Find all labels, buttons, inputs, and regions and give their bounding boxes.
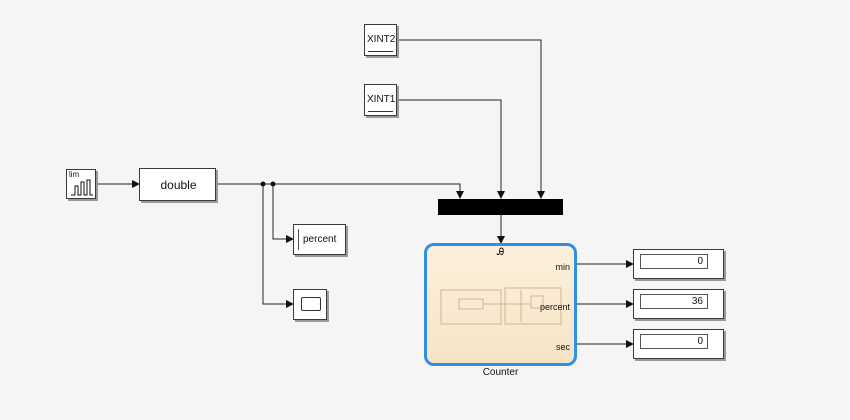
display-min[interactable]: 0 xyxy=(633,249,724,279)
scope-screen-icon xyxy=(301,297,321,311)
source-label: lim xyxy=(69,170,80,179)
xint1-label: XINT1 xyxy=(367,94,396,105)
counter-chart[interactable]: Ꭿ min percent sec xyxy=(424,243,577,366)
signal-source-block[interactable]: lim xyxy=(66,169,96,199)
xint1-block[interactable]: XINT1 xyxy=(364,84,397,116)
double-conversion-block[interactable]: double xyxy=(139,168,216,201)
percent-scope-block[interactable]: percent xyxy=(293,224,346,255)
conversion-label: double xyxy=(160,178,197,192)
wire-to-percent-scope xyxy=(272,184,294,243)
branch-point xyxy=(260,181,266,187)
chart-symbol-icon: Ꭿ xyxy=(497,247,505,258)
wire-xint2-to-bus xyxy=(397,39,545,199)
display-percent[interactable]: 36 xyxy=(633,289,724,319)
percent-scope-label: percent xyxy=(303,234,337,245)
wire-xint1-to-bus xyxy=(397,99,505,199)
port-sec-label: sec xyxy=(555,342,570,352)
xint2-underline xyxy=(368,51,393,52)
wire-to-scope xyxy=(262,184,294,308)
pulse-icon xyxy=(71,179,93,196)
wire-to-bus-1 xyxy=(273,183,464,199)
xint2-label: XINT2 xyxy=(367,34,396,45)
chart-label: Counter xyxy=(482,367,519,378)
display-sec[interactable]: 0 xyxy=(633,329,724,359)
chart-preview xyxy=(440,287,562,325)
xint1-underline xyxy=(368,111,393,112)
port-percent-label: percent xyxy=(539,302,570,312)
percent-scope-edge xyxy=(298,229,299,250)
display-percent-value: 36 xyxy=(640,294,708,309)
xint2-block[interactable]: XINT2 xyxy=(364,24,397,56)
branch-point xyxy=(270,181,276,187)
display-min-value: 0 xyxy=(640,254,708,269)
bus-creator xyxy=(438,199,563,215)
display-sec-value: 0 xyxy=(640,334,708,349)
scope-block[interactable] xyxy=(293,289,327,320)
port-min-label: min xyxy=(555,262,570,272)
